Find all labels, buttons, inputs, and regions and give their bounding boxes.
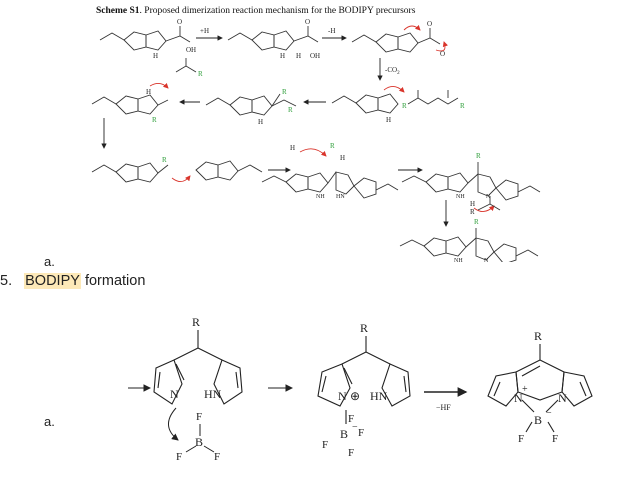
highlighted-term: BODIPY [24, 273, 81, 289]
acylated-intermediate [205, 93, 297, 116]
boron-label: B [195, 435, 203, 449]
fluorine-label: F [348, 447, 354, 459]
r-group: R [330, 142, 335, 150]
atom-label: H [280, 52, 285, 60]
atom-label: H [290, 144, 295, 152]
nitrogen-label: N [514, 391, 523, 405]
r-group: R [474, 218, 479, 226]
r-group: R [198, 70, 203, 78]
fluorine-label: F [518, 433, 524, 445]
r-group: R [460, 102, 465, 110]
second-pyrrole [195, 160, 263, 181]
bodipy-product [487, 344, 593, 433]
boron-label: B [534, 413, 542, 427]
dipyrromethene-cation [401, 162, 541, 201]
dimerization-mechanism-scheme: H OH O +H H H OH O -H O O -CO2 H R R [91, 18, 541, 262]
r-group: R [162, 156, 167, 164]
fluorine-label: F [348, 413, 354, 425]
atom-label: NH [454, 258, 463, 262]
fluorine-label: F [358, 427, 364, 439]
nitrogen-label: N [338, 389, 347, 403]
electron-arrow [435, 41, 448, 52]
electron-arrow [168, 407, 179, 441]
electron-arrow [149, 82, 169, 89]
nitrogen-label: HN [370, 389, 388, 403]
hf-elimination-label: −HF [436, 403, 451, 412]
atom-label: H [146, 88, 151, 96]
atom-label: H [470, 200, 475, 208]
atom-label: H [153, 52, 158, 60]
item-marker-a-1: a. [44, 254, 55, 269]
section-number: 5. [0, 273, 13, 289]
atom-label: HN [336, 194, 345, 200]
fluorine-label: F [322, 439, 328, 451]
r-substituent: R [534, 329, 542, 343]
r-substituent: R [192, 315, 200, 329]
r-substituent: R [360, 321, 368, 335]
atom-label: H [340, 154, 345, 162]
atom-label: NH [456, 194, 465, 200]
bodipy-formation-scheme: R N HN F B F F R N ⊕ HN F B − F F F −HF [128, 315, 593, 463]
ketone-intermediate [91, 162, 169, 183]
scheme-caption: Scheme S1. Proposed dimerization reactio… [96, 6, 526, 16]
dipyrromethene-reactant [153, 330, 243, 405]
electron-arrow [299, 148, 327, 157]
atom-label: OH [310, 52, 320, 60]
electron-arrow [403, 24, 421, 31]
nitrogen-label: N [170, 387, 179, 401]
item-marker-a-2: a. [44, 414, 55, 429]
fluorine-label: F [196, 411, 202, 423]
section-heading: 5. BODIPY formation [0, 273, 145, 289]
precursor-molecule [99, 26, 191, 51]
section-heading-text: formation [80, 273, 146, 289]
r-group: R [476, 152, 481, 160]
r-group: R [470, 208, 475, 216]
boron-label: B [340, 427, 348, 441]
decarboxylated-pyrrole [331, 93, 399, 114]
atom-label: N [486, 194, 491, 200]
r-group: R [282, 88, 287, 96]
anhydride-reagent [407, 90, 459, 105]
electron-arrow [383, 86, 405, 93]
negative-charge: − [546, 408, 552, 419]
scheme-label: Scheme S1 [96, 6, 140, 16]
electron-arrow [171, 175, 191, 182]
atom-label: H [296, 52, 301, 60]
atom-label: O [427, 20, 432, 28]
atom-label: NH [316, 194, 325, 200]
atom-label: H [386, 116, 391, 124]
dipyrrole-carbinol [261, 171, 399, 199]
boron-adduct [317, 336, 411, 424]
atom-label: N [484, 258, 489, 262]
negative-charge: − [352, 422, 358, 433]
reagent-label: +H [200, 27, 209, 35]
protonated-molecule [227, 26, 319, 51]
scheme-caption-text: . Proposed dimerization reaction mechani… [139, 6, 416, 16]
r-group: R [288, 106, 293, 114]
acyl-leaving-group [175, 58, 197, 73]
dipyrromethene-product [399, 228, 539, 262]
carboxylate-byproduct [477, 196, 501, 211]
atom-label: OH [186, 46, 196, 54]
r-group: R [152, 116, 157, 124]
nitrogen-label: N [558, 391, 567, 405]
atom-label: O [177, 18, 182, 26]
zwitterion-molecule [351, 28, 441, 53]
positive-charge: ⊕ [350, 389, 360, 403]
fluorine-label: F [176, 451, 182, 463]
acylpyrrole-product [91, 94, 169, 115]
atom-label: O [305, 18, 310, 26]
reagent-label: -H [328, 27, 335, 35]
electron-arrow [473, 205, 495, 212]
reagent-label: -CO2 [385, 66, 400, 76]
atom-label: H [258, 118, 263, 126]
nitrogen-label: HN [204, 387, 222, 401]
bf3-reagent [185, 424, 215, 453]
fluorine-label: F [214, 451, 220, 463]
r-group: R [402, 102, 407, 110]
positive-charge: + [522, 384, 528, 395]
atom-label: O [440, 50, 445, 58]
fluorine-label: F [552, 433, 558, 445]
